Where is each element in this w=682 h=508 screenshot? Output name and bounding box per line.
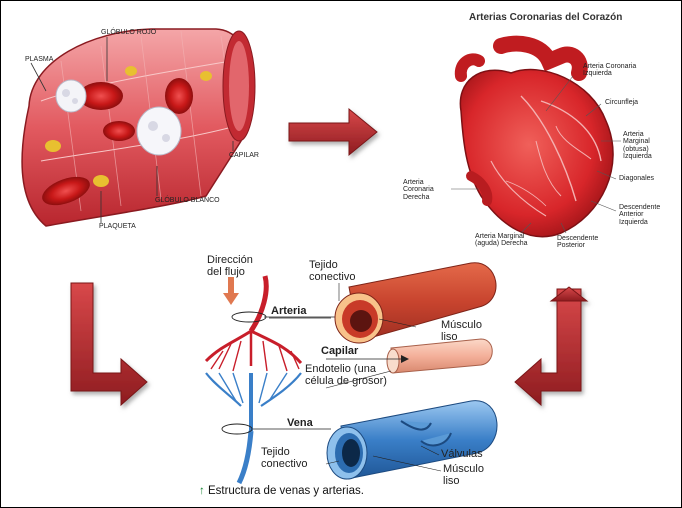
arrow-right-shape [288,107,378,157]
label-red-cell: GLÓBULO ROJO [101,29,157,36]
caption-arrow-icon: ↑ [199,485,205,497]
label-diagonals: Diagonales [619,175,655,182]
label-capillary: CAPILAR [229,152,259,159]
label-obtuse-marginal: Arteria Marginal (obtusa) Izquierda [623,131,652,161]
label-connective-bottom: Tejido conectivo [261,446,308,470]
caption-text: Estructura de venas y arterias. [207,485,364,497]
vessels-illustration [204,262,498,485]
capillary-illustration [21,28,256,227]
heart-title: Arterias Coronarias del Corazón [469,12,623,23]
arrow-elbow-right-shape [514,286,589,407]
label-muscle-bottom: Músculo liso [443,463,484,487]
label-acute-marginal: Arteria Marginal (aguda) Derecha [475,233,528,248]
label-artery: Arteria [271,305,307,317]
vessels-caption: ↑ Estructura de venas y arterias. [199,485,364,497]
label-posterior-descending: Descendente Posterior [557,235,599,250]
label-white-cell: GLÓBULO BLANCO [155,197,220,204]
label-connective-top: Tejido conectivo [309,259,356,283]
label-vein: Vena [287,417,313,429]
label-flow-direction: Dirección del flujo [207,254,253,278]
label-muscle-top: Músculo liso [441,319,482,343]
label-capillary-vessel: Capilar [321,345,359,357]
arrow-elbow-left-shape [70,282,148,407]
label-circumflex: Circunfleja [605,99,639,106]
heart-illustration [451,35,621,238]
label-right-coronary: Arteria Coronaria Derecha [403,179,434,201]
label-plasma: PLASMA [25,56,54,63]
label-valves: Válvulas [441,448,483,460]
label-platelet: PLAQUETA [99,223,136,230]
label-left-coronary: Arteria Coronaria Izquierda [583,63,637,78]
label-endothelium: Endotelio (una célula de grosor) [305,363,387,387]
label-anterior-descending: Descendente Anterior Izquierda [619,204,661,226]
